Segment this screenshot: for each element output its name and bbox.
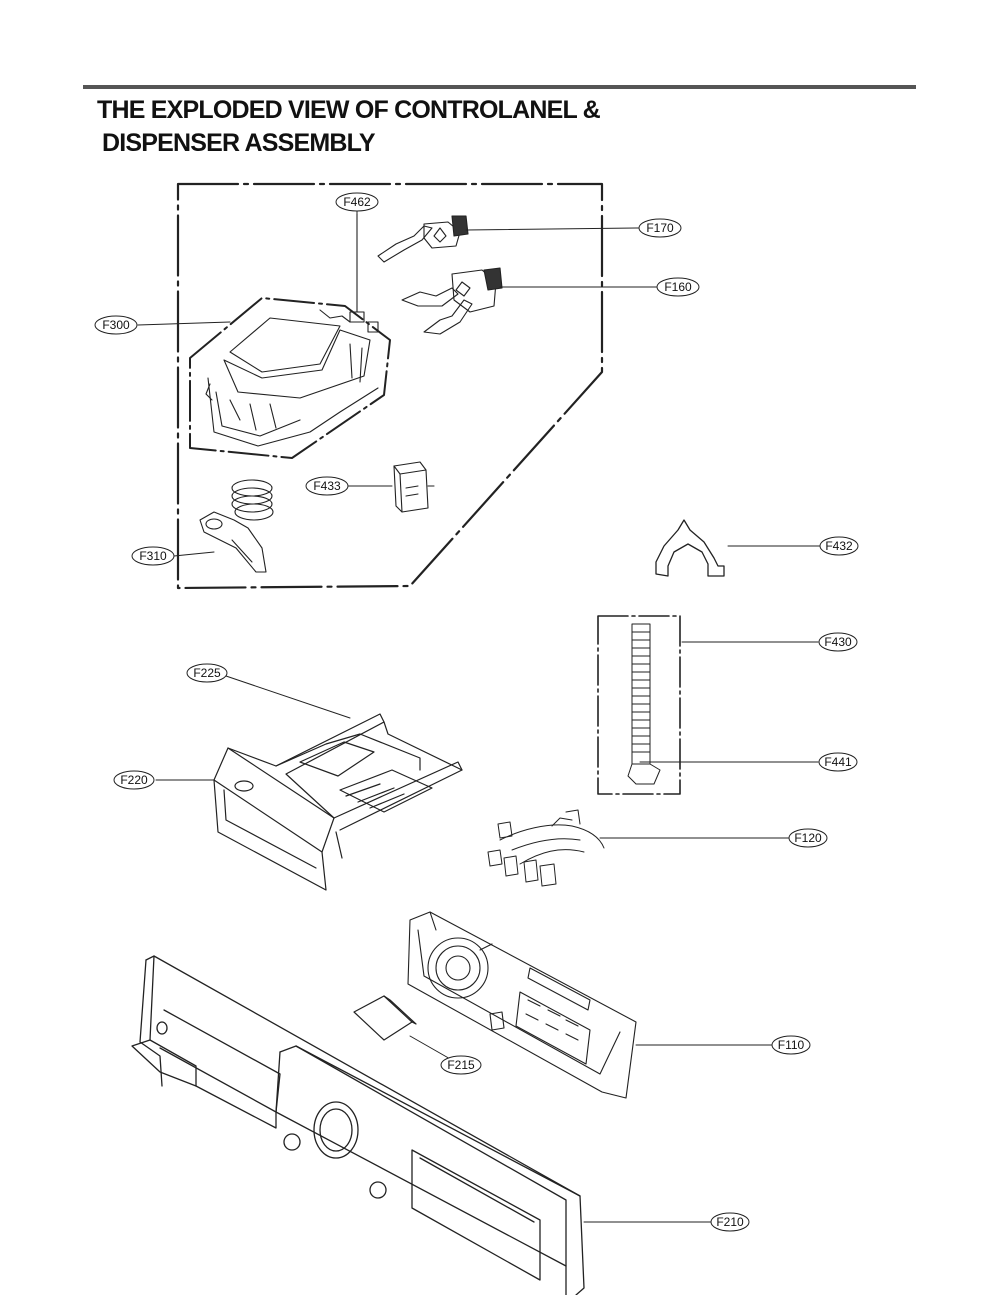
callout-f433: F433 <box>313 479 341 493</box>
inlet-valve-lower-part <box>401 267 503 335</box>
callout-f441: F441 <box>824 755 852 769</box>
callout-f210: F210 <box>716 1215 744 1229</box>
callout-f110: F110 <box>778 1038 805 1052</box>
page-title: THE EXPLODED VIEW OF CONTROLANEL & DISPE… <box>97 94 601 160</box>
upper-assembly-boundary <box>176 182 604 590</box>
callout-f120: F120 <box>794 831 822 845</box>
inlet-valve-upper-part <box>377 215 469 263</box>
callout-f430: F430 <box>824 635 852 649</box>
wire-harness-part <box>487 809 605 887</box>
callout-f170: F170 <box>646 221 674 235</box>
valve-f462-part <box>349 213 379 333</box>
callout-f225: F225 <box>193 666 221 680</box>
callout-f432: F432 <box>825 539 853 553</box>
callout-f310: F310 <box>139 549 167 563</box>
callout-f215: F215 <box>447 1058 475 1072</box>
callout-f220: F220 <box>120 773 148 787</box>
pressure-switch-part <box>393 461 435 513</box>
callout-f462: F462 <box>343 195 371 209</box>
dispenser-housing-part <box>189 297 391 459</box>
drain-hose-part <box>627 623 661 785</box>
hose-clip-part <box>655 519 725 577</box>
dispenser-drawer-part <box>213 713 463 891</box>
leader-lines <box>137 209 821 1223</box>
title-line-1: THE EXPLODED VIEW OF CONTROLANEL & <box>97 96 601 124</box>
callout-f300: F300 <box>102 318 130 332</box>
title-line-2: DISPENSER ASSEMBLY <box>102 129 376 157</box>
title-rule <box>83 85 916 89</box>
callout-f160: F160 <box>664 280 692 294</box>
bellow-hose-part <box>199 479 274 573</box>
drain-hose-box <box>597 615 681 795</box>
control-board-part <box>407 911 637 1099</box>
control-panel-part <box>131 955 585 1295</box>
button-cap-part <box>353 995 417 1041</box>
callout-ovals <box>94 192 859 1232</box>
